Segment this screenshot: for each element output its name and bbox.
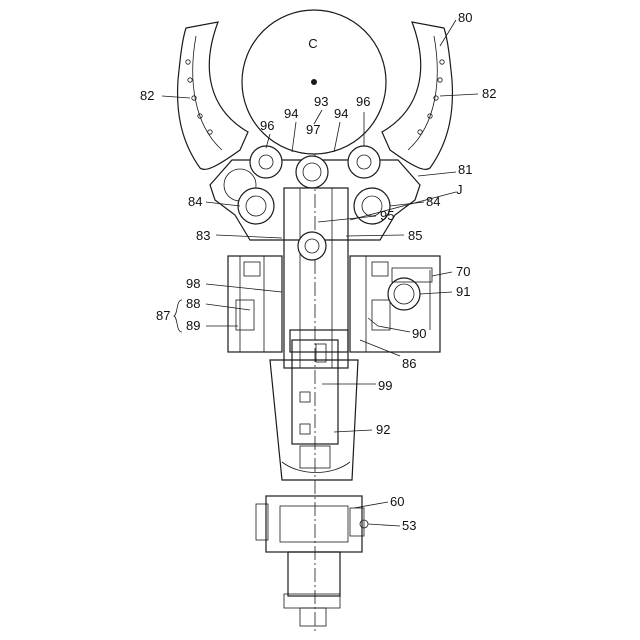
- roller-84-left: [238, 188, 274, 224]
- motor-91: [388, 278, 420, 310]
- label-87: 87: [156, 308, 170, 323]
- label-94-right: 94: [334, 106, 348, 121]
- label-80: 80: [458, 10, 472, 25]
- label-94-left: 94: [284, 106, 298, 121]
- label-95: 95: [380, 208, 394, 223]
- label-96-left: 96: [260, 118, 274, 133]
- label-c: C: [308, 36, 317, 51]
- label-j: J: [456, 182, 463, 197]
- center-dot: [311, 79, 317, 85]
- label-91: 91: [456, 284, 470, 299]
- roller-96-left: [250, 146, 282, 178]
- roller-96-right: [348, 146, 380, 178]
- bottom-stub: [288, 552, 340, 596]
- roller-97-center: [296, 156, 328, 188]
- label-82-left: 82: [140, 88, 154, 103]
- guide-pivot: [298, 232, 326, 260]
- label-89: 89: [186, 318, 200, 333]
- label-93: 93: [314, 94, 328, 109]
- label-99: 99: [378, 378, 392, 393]
- left-claw: [178, 22, 248, 169]
- label-83: 83: [196, 228, 210, 243]
- label-97: 97: [306, 122, 320, 137]
- label-70: 70: [456, 264, 470, 279]
- label-84-right: 84: [426, 194, 440, 209]
- label-86: 86: [402, 356, 416, 371]
- label-88: 88: [186, 296, 200, 311]
- label-82-right: 82: [482, 86, 496, 101]
- lower-arm-92: [270, 360, 358, 480]
- label-85: 85: [408, 228, 422, 243]
- label-81: 81: [458, 162, 472, 177]
- label-98: 98: [186, 276, 200, 291]
- label-96-right: 96: [356, 94, 370, 109]
- cylinder-86: [290, 330, 348, 352]
- label-90: 90: [412, 326, 426, 341]
- label-53: 53: [402, 518, 416, 533]
- label-60: 60: [390, 494, 404, 509]
- label-84-left: 84: [188, 194, 202, 209]
- label-92: 92: [376, 422, 390, 437]
